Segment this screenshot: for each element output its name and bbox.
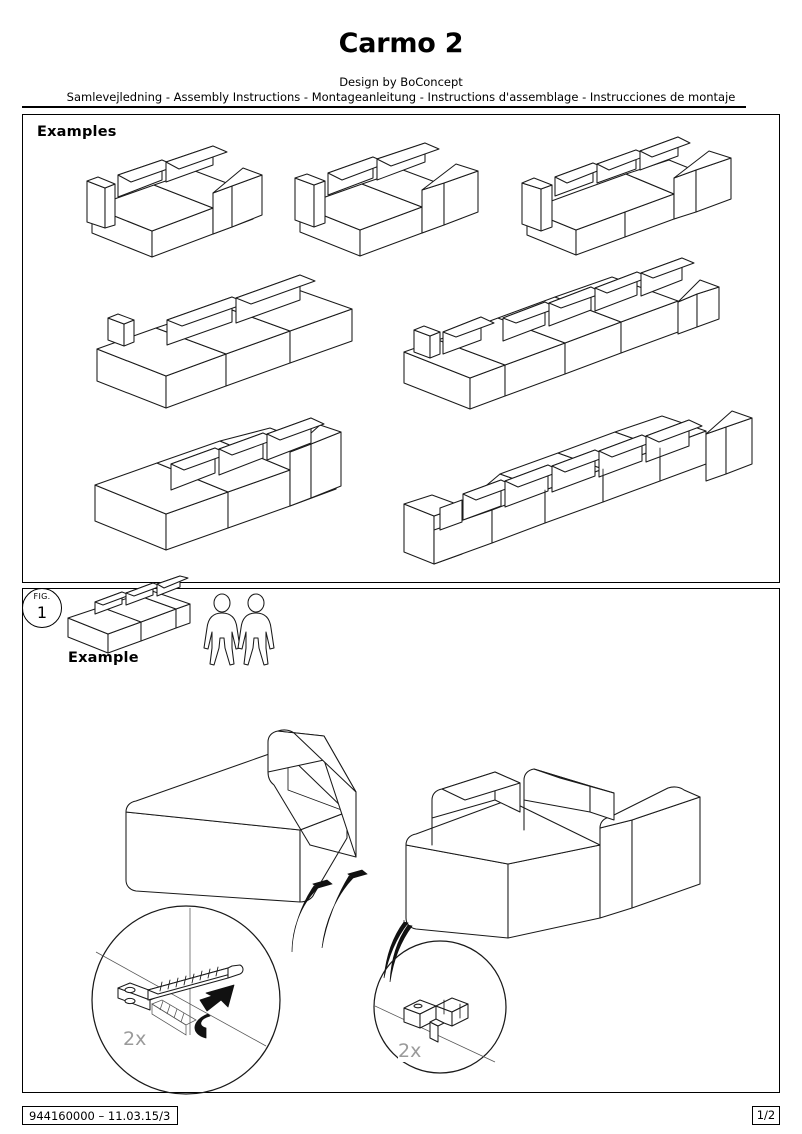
page-title: Carmo 2 [338,28,464,59]
language-subtitle: Samlevejledning - Assembly Instructions … [66,90,736,104]
example-sofa-2 [295,143,478,256]
figure-number-badge: FIG. 1 [22,588,62,628]
figure-badge-label: FIG. [33,592,51,601]
page-number: 1/2 [752,1106,780,1125]
example-sofa-5 [404,258,719,409]
header-divider [22,106,746,108]
strap-connector-quantity-label: 2x [123,1028,147,1050]
main-module-left-chaise [126,730,367,902]
page-header: Carmo 2 Design by BoConcept Samlevejledn… [0,0,802,108]
callout-strap-connector: 2x [92,906,280,1094]
example-caption: Example [68,650,139,666]
example-sofa-1 [87,146,262,257]
example-sofa-6 [95,418,341,550]
figure-badge-number: 1 [36,603,48,622]
two-person-pictogram [204,594,274,665]
bracket-clip-quantity-label: 2x [398,1040,422,1062]
examples-heading: Examples [37,124,117,140]
example-sofa-3 [522,137,731,255]
person-icon-1 [204,594,240,665]
example-sofa-7 [404,411,752,564]
document-code: 944160000 – 11.03.15/3 [22,1106,179,1125]
example-sofa-4 [97,275,352,408]
person-icon-2 [238,594,274,665]
reference-sofa-icon [68,576,190,653]
main-module-right-twoseat [404,769,700,938]
designer-credit: Design by BoConcept [339,75,463,89]
callout-leader-lines [292,876,412,982]
